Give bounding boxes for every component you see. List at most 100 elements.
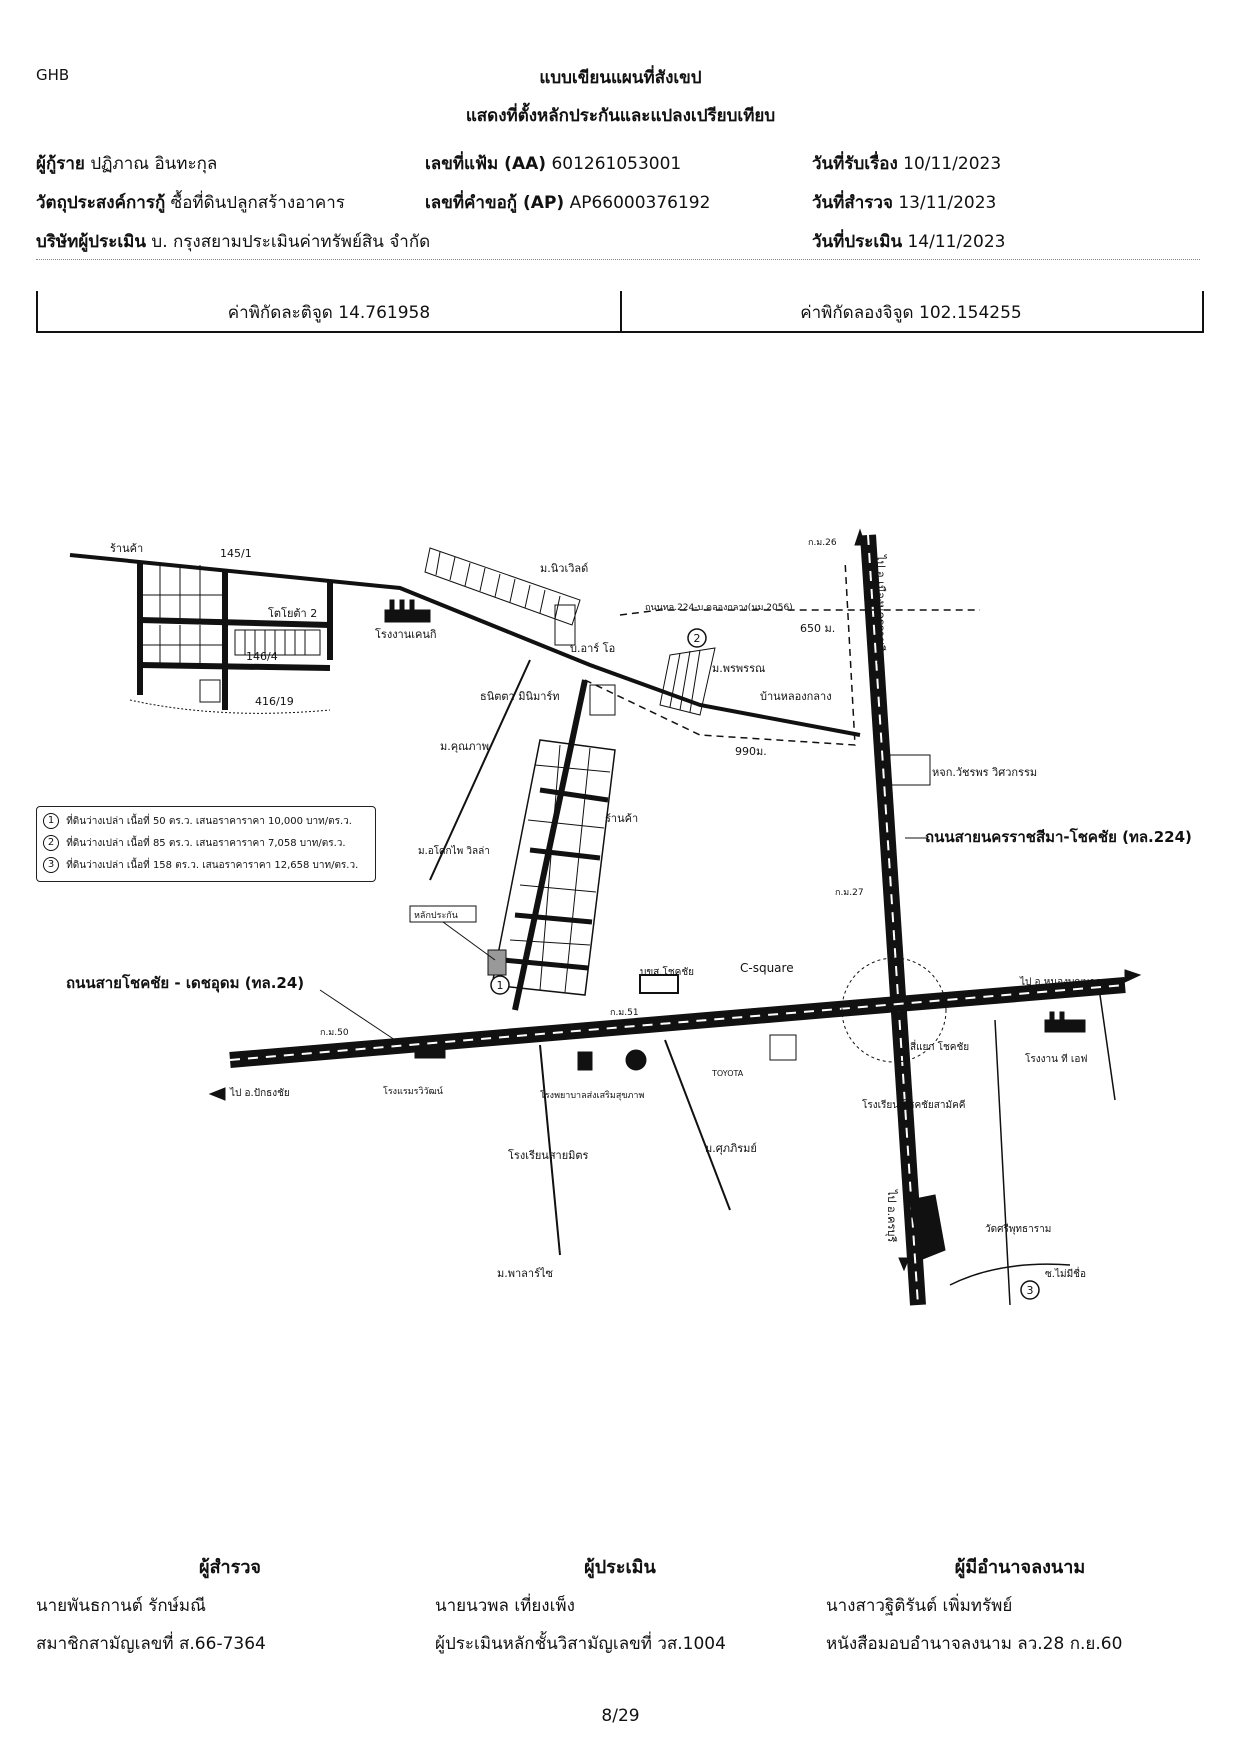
label-to-nong: ไป อ.หนองบุญมาก (1019, 976, 1101, 988)
label-dist-990: 990ม. (735, 745, 767, 758)
label-dist-650: 650 ม. (800, 622, 835, 635)
label-csquare: C-square (740, 961, 794, 975)
label-hchj: หจก.วัชรพร วิศวกรรม (932, 766, 1037, 779)
request-value: AP66000376192 (569, 193, 711, 213)
label-kunnapap: ม.คุณภาพ (440, 740, 489, 753)
label-porn: ม.พรพรรณ (712, 662, 765, 675)
surveyor-name: นายพันธกานต์ รักษ์มณี (36, 1596, 206, 1616)
label-intersection: สี่แยก โชคชัย (910, 1039, 969, 1053)
company-field: บริษัทผู้ประเมิน บ. กรุงสยามประเมินค่าทร… (36, 228, 430, 255)
borrower-label: ผู้กู้ราย (36, 154, 85, 174)
appraiser-detail: ผู้ประเมินหลักชั้นวิสามัญเลขที่ วส.1004 (435, 1634, 726, 1654)
highway-224 (860, 534, 926, 1306)
signature-title-authorized: ผู้มีอำนาจลงนาม (954, 1557, 1086, 1578)
company-label: บริษัทผู้ประเมิน (36, 232, 146, 252)
label-km26: ก.ม.26 (808, 538, 837, 548)
survey-label: วันที่สำรวจ (812, 193, 893, 213)
label-toyota2: โตโยต้า 2 (268, 606, 317, 620)
label-shop: ร้านค้า (110, 542, 143, 555)
label-ocean: ม.อโศกไพ วิลล่า (418, 844, 490, 857)
signature-title-surveyor: ผู้สำรวจ (199, 1557, 261, 1578)
authorized-name: นางสาวฐิติรันต์ เพิ่มทรัพย์ (826, 1596, 1013, 1616)
label-factory-tech: โรงงานเคนกิ (375, 627, 437, 641)
label-khlong: บ้านหลองกลาง (760, 690, 832, 703)
appraisal-field: วันที่ประเมิน 14/11/2023 (812, 228, 1005, 255)
local-roads (69, 553, 1116, 1306)
label-lot-146: 146/4 (246, 650, 278, 663)
label-factory-tf: โรงงาน ที เอฟ (1025, 1052, 1087, 1065)
file-field: เลขที่แฟ้ม (AA) 601261053001 (425, 150, 681, 177)
left-subdivision (129, 562, 333, 714)
label-lot-416: 416/19 (255, 695, 294, 708)
label-bus: บขส.โชคชัย (640, 965, 694, 978)
label-rmn: โรงแรมรวิวัฒน์ (383, 1085, 443, 1097)
legend-row-3: 3 ที่ดินว่างเปล่า เนื้อที่ 158 ตร.ว. เสน… (43, 855, 369, 877)
appraisal-label: วันที่ประเมิน (812, 232, 903, 252)
label-to-city: ไป อ.เมืองนครราชสีมา (874, 554, 887, 665)
company-value: บ. กรุงสยามประเมินค่าทรัพย์สิน จำกัด (151, 232, 431, 252)
comparison-marker-numbers: 1 2 3 (497, 632, 1034, 1297)
file-label: เลขที่แฟ้ม (AA) (425, 154, 547, 174)
appraisal-value: 14/11/2023 (907, 232, 1006, 252)
label-to-front: ไป อ.ปักธงชัย (229, 1087, 290, 1099)
document-subtitle: แสดงที่ตั้งหลักประกันและแปลงเปรียบเทียบ (465, 106, 776, 126)
label-lot-145: 145/1 (220, 547, 252, 560)
building-icons (384, 599, 1086, 1261)
rd24-pointer (319, 989, 411, 1051)
highway-24 (229, 977, 1126, 1068)
label-road-link: ถนนทล.224-บ.คลองกลาง(นม.2056) (645, 603, 793, 613)
longitude: ค่าพิกัดลองจิจูด 102.154255 (800, 303, 1022, 323)
latitude: ค่าพิกัดละติจูด 14.761958 (227, 303, 431, 323)
hatched-areas (424, 547, 716, 716)
label-school-chok: โรงเรียน โชคชัยสามัคคี (862, 1098, 965, 1111)
received-field: วันที่รับเรื่อง 10/11/2023 (812, 150, 1001, 177)
purpose-label: วัตถุประสงค์การกู้ (36, 193, 166, 213)
label-mart: ธนิตตา มินิมาร์ท (480, 690, 560, 703)
label-collateral: หลักประกัน (414, 911, 458, 921)
label-bang: ซ.ไม่มีชื่อ (1045, 1266, 1086, 1280)
survey-value: 13/11/2023 (898, 193, 997, 213)
label-rd224: ถนนสายนครราชสีมา-โชคชัย (ทล.224) (925, 827, 1192, 846)
legend-text-2: ที่ดินว่างเปล่า เนื้อที่ 85 ตร.ว. เสนอรา… (66, 838, 346, 849)
legend-text-1: ที่ดินว่างเปล่า เนื้อที่ 50 ตร.ว. เสนอรา… (66, 816, 352, 827)
received-value: 10/11/2023 (903, 154, 1002, 174)
label-school-sai: โรงเรียนสายมิตร (508, 1148, 589, 1162)
center-subdivision (487, 739, 616, 996)
purpose-field: วัตถุประสงค์การกู้ ซื้อที่ดินปลูกสร้างอา… (36, 189, 345, 216)
request-label: เลขที่คำขอกู้ (AP) (425, 193, 565, 213)
authorized-detail: หนังสือมอบอำนาจลงนาม ลว.28 ก.ย.60 (826, 1634, 1123, 1654)
request-field: เลขที่คำขอกู้ (AP) AP66000376192 (425, 189, 710, 216)
route-dashed (584, 559, 980, 746)
marker-1: 1 (497, 979, 504, 992)
coordinates-box: ค่าพิกัดละติจูด 14.761958 ค่าพิกัดลองจิจ… (36, 291, 1204, 333)
comparison-legend: 1 ที่ดินว่างเปล่า เนื้อที่ 50 ตร.ว. เสนอ… (36, 806, 376, 882)
label-to-krabuang: ไป อ.ครบุรี (885, 1189, 898, 1242)
legend-num-1: 1 (43, 813, 59, 829)
label-km50: ก.ม.50 (320, 1028, 349, 1038)
label-hospital: โรงพยาบาลส่งเสริมสุขภาพ (540, 1090, 644, 1101)
collateral-pointer (442, 921, 496, 961)
separator-line (36, 259, 1200, 262)
document-title: แบบเขียนแผนที่สังเขป (539, 68, 702, 88)
label-wat: วัดศรีพุทธาราม (985, 1223, 1051, 1235)
map-labels: ร้านค้า 145/1 146/4 416/19 โตโยต้า 2 โรง… (66, 538, 1192, 1280)
borrower-field: ผู้กู้ราย ปฏิภาณ อินทะกุล (36, 150, 217, 177)
label-toyota: TOYOTA (711, 1069, 744, 1078)
coordinates-divider (620, 291, 622, 331)
direction-arrows (208, 528, 1142, 1272)
intersection-circle (841, 957, 947, 1063)
label-artoi: บ.อาร์ โอ (570, 641, 615, 655)
label-palasai: ม.พาลาร์ไซ (497, 1267, 554, 1280)
legend-row-1: 1 ที่ดินว่างเปล่า เนื้อที่ 50 ตร.ว. เสนอ… (43, 811, 369, 833)
label-rd24: ถนนสายโชคชัย - เดชอุดม (ทล.24) (66, 973, 304, 993)
marker-2: 2 (694, 632, 701, 645)
appraiser-name: นายนวพล เที่ยงเพ็ง (435, 1596, 575, 1616)
label-niwet: ม.นิวเวิลด์ (540, 562, 588, 575)
legend-num-2: 2 (43, 835, 59, 851)
survey-field: วันที่สำรวจ 13/11/2023 (812, 189, 996, 216)
marker-3: 3 (1027, 1284, 1034, 1297)
file-value: 601261053001 (551, 154, 682, 174)
surveyor-detail: สมาชิกสามัญเลขที่ ส.66-7364 (36, 1634, 266, 1654)
legend-row-2: 2 ที่ดินว่างเปล่า เนื้อที่ 85 ตร.ว. เสนอ… (43, 833, 369, 855)
